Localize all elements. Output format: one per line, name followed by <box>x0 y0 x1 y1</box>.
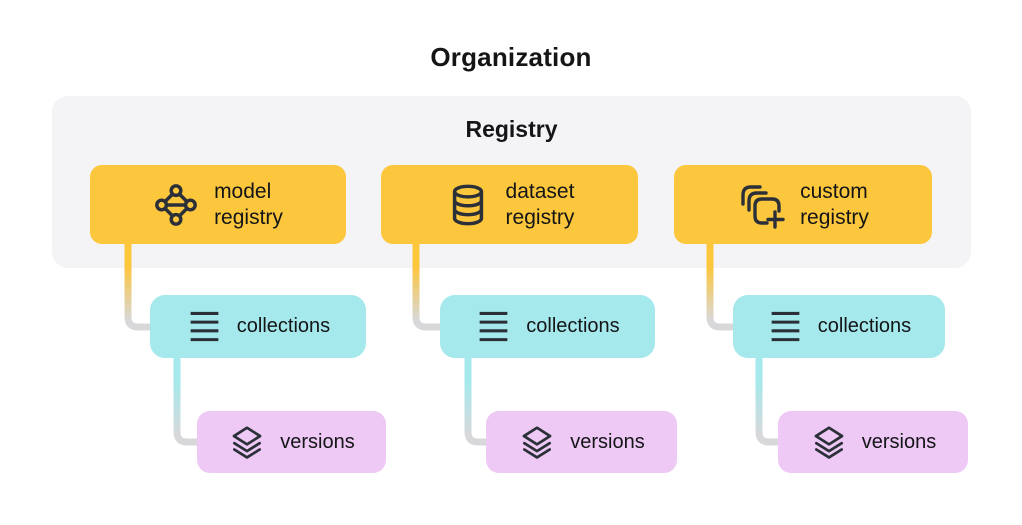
connector-model-collections <box>124 240 154 331</box>
collections-label: collections <box>236 315 331 338</box>
list-lines-icon <box>186 310 223 343</box>
connector-collections-versions-3 <box>755 355 782 446</box>
page-title: Organization <box>430 42 592 72</box>
layers-icon <box>228 423 266 461</box>
collections-node-3: collections <box>733 295 945 358</box>
versions-node-2: versions <box>486 411 677 473</box>
model-registry-label: model registry <box>214 179 283 229</box>
versions-label: versions <box>280 430 355 453</box>
registry-panel-title: Registry <box>465 116 558 142</box>
versions-label: versions <box>570 430 645 453</box>
dataset-registry-node: dataset registry <box>381 165 638 244</box>
dataset-registry-label: dataset registry <box>505 179 575 229</box>
custom-registry-label: custom registry <box>800 179 869 229</box>
model-registry-node: model registry <box>90 165 346 244</box>
connector-collections-versions-2 <box>464 355 490 446</box>
connector-collections-versions-1 <box>173 355 201 446</box>
layers-icon <box>810 423 848 461</box>
versions-label: versions <box>861 430 937 453</box>
copy-plus-icon <box>737 181 785 229</box>
versions-node-1: versions <box>197 411 386 473</box>
custom-registry-node: custom registry <box>674 165 932 244</box>
connector-dataset-collections <box>412 240 444 331</box>
collections-label: collections <box>526 315 620 338</box>
list-lines-icon <box>767 310 804 343</box>
database-icon <box>445 182 491 228</box>
connector-custom-collections <box>706 240 737 331</box>
model-network-icon <box>153 182 199 228</box>
collections-node-1: collections <box>150 295 366 358</box>
list-lines-icon <box>475 310 512 343</box>
layers-icon <box>518 423 556 461</box>
versions-node-3: versions <box>778 411 968 473</box>
collections-label: collections <box>817 315 912 338</box>
collections-node-2: collections <box>440 295 655 358</box>
